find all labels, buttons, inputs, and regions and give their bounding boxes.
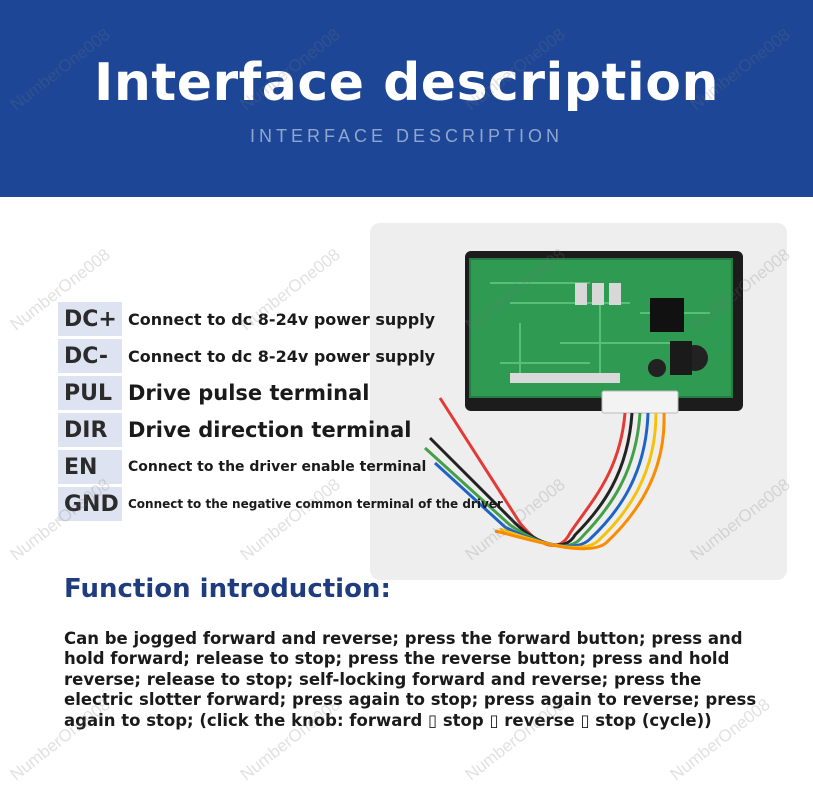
product-photo (370, 223, 787, 580)
terminal-description: Connect to dc 8-24v power supply (128, 309, 436, 329)
terminal-tag: DIR (58, 413, 122, 447)
terminal-row-dc-plus: DC+ Connect to dc 8-24v power supply (58, 302, 435, 336)
terminal-tag: PUL (58, 376, 122, 410)
terminal-row-dir: DIR Drive direction terminal (58, 413, 411, 447)
terminal-description: Connect to the driver enable terminal (128, 459, 427, 475)
terminal-row-gnd: GND Connect to the negative common termi… (58, 487, 503, 521)
terminal-description: Drive pulse terminal (128, 381, 370, 405)
terminal-tag: EN (58, 450, 122, 484)
terminal-row-pul: PUL Drive pulse terminal (58, 376, 370, 410)
function-title: Function introduction: (64, 574, 391, 604)
terminal-description: Drive direction terminal (128, 418, 412, 442)
controller-board-image (423, 251, 743, 551)
page-subtitle: INTERFACE DESCRIPTION (249, 126, 564, 146)
terminal-tag: DC- (58, 339, 122, 373)
terminal-row-dc-minus: DC- Connect to dc 8-24v power supply (58, 339, 435, 373)
header-banner: Interface description INTERFACE DESCRIPT… (0, 0, 813, 197)
function-description: Can be jogged forward and reverse; press… (64, 629, 757, 730)
terminal-tag: DC+ (58, 302, 122, 336)
terminal-description: Connect to dc 8-24v power supply (128, 346, 436, 366)
terminal-tag: GND (58, 487, 122, 521)
page-title: Interface description (94, 53, 719, 113)
terminal-row-en: EN Connect to the driver enable terminal (58, 450, 426, 484)
terminal-description: Connect to the negative common terminal … (128, 497, 503, 511)
